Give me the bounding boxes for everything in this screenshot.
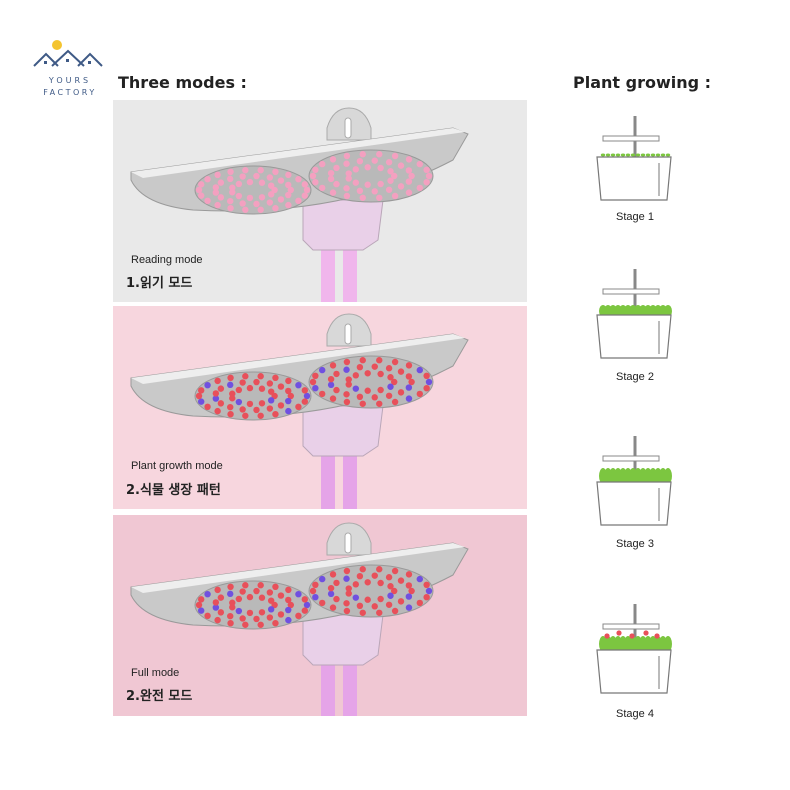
planter-icon xyxy=(596,436,672,526)
planter-icon xyxy=(596,269,672,359)
plant-growing-heading: Plant growing : xyxy=(573,73,712,92)
mode-label-ko: 2.완전 모드 xyxy=(126,689,193,704)
modes-heading: Three modes : xyxy=(118,73,247,92)
mode-panel-growth: Plant growth mode 2.식물 생장 패턴 xyxy=(113,306,527,509)
lamp-photo xyxy=(130,107,469,302)
stage-label: Stage 4 xyxy=(616,708,654,720)
stage-label: Stage 1 xyxy=(616,211,654,223)
sun-icon xyxy=(52,40,62,50)
lamp-photo xyxy=(130,313,469,509)
mode-label-ko: 1.읽기 모드 xyxy=(126,276,193,291)
mode-panel-reading: Reading mode 1.읽기 모드 xyxy=(113,100,527,302)
stage-2-illustration: Stage 2 xyxy=(585,263,685,383)
stage-label: Stage 3 xyxy=(616,538,654,550)
logo-text-yours: YOURS xyxy=(48,76,92,85)
lamp-photo xyxy=(130,522,469,716)
stage-label: Stage 2 xyxy=(616,371,654,383)
logo-text-factory: FACTORY xyxy=(43,88,97,97)
planter-icon xyxy=(596,116,672,201)
mode-panel-full: Full mode 2.완전 모드 xyxy=(113,515,527,716)
stage-4-illustration: Stage 4 xyxy=(585,598,685,720)
house-roof-icon xyxy=(33,40,103,67)
mode-label-en: Plant growth mode xyxy=(131,460,223,472)
mode-label-en: Reading mode xyxy=(131,254,203,266)
stage-3-illustration: Stage 3 xyxy=(585,430,685,550)
mode-label-ko: 2.식물 생장 패턴 xyxy=(126,483,221,498)
planter-icon xyxy=(596,604,672,694)
stage-1-illustration: Stage 1 xyxy=(585,110,685,223)
brand-logo: YOURS FACTORY xyxy=(30,38,110,100)
mode-label-en: Full mode xyxy=(131,667,180,679)
